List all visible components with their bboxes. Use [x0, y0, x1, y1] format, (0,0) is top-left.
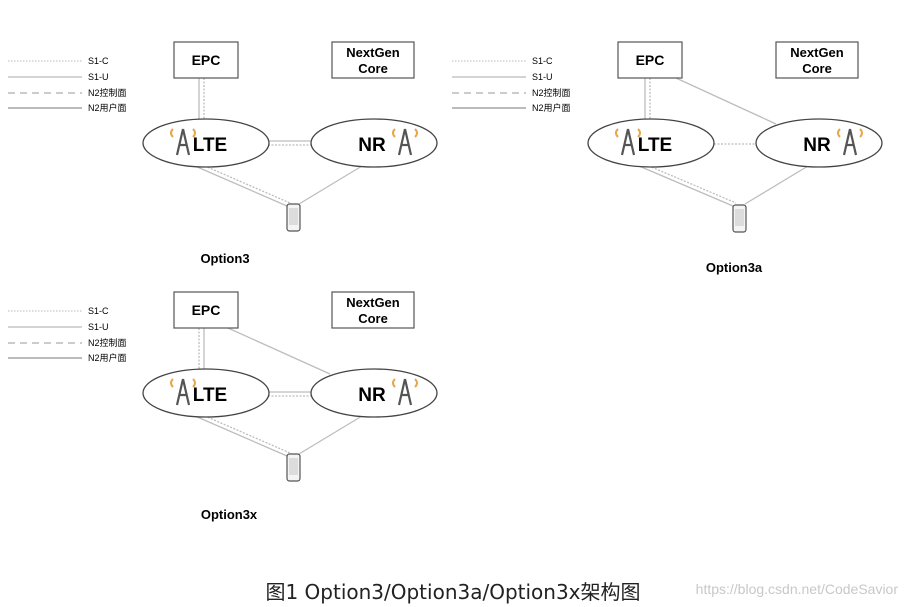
- epc-label: EPC: [192, 302, 221, 318]
- nextgen-label-line2: Core: [358, 311, 388, 326]
- legend-s1u-label: S1-U: [88, 72, 109, 82]
- lte-node: [587, 118, 715, 168]
- nr-tower-icon: [392, 128, 418, 156]
- option3-panel: S1-C S1-U N2控制面 N2用户面 EPC NextGen Core L…: [8, 41, 438, 266]
- links: [194, 327, 363, 457]
- nextgen-core-box: [331, 41, 415, 79]
- nr-tower-icon: [837, 128, 863, 156]
- legend-s1u-label: S1-U: [532, 72, 553, 82]
- option-label: Option3: [200, 251, 249, 266]
- legend-n2c-label: N2控制面: [88, 87, 127, 98]
- epc-label: EPC: [192, 52, 221, 68]
- nextgen-label-line1: NextGen: [346, 295, 400, 310]
- nr-ue-link: [298, 165, 363, 205]
- nextgen-core-box: [775, 41, 859, 79]
- legend: S1-C S1-U N2控制面 N2用户面: [8, 56, 127, 113]
- links: [638, 77, 809, 207]
- legend-s1c-label: S1-C: [88, 56, 109, 66]
- nextgen-label-line1: NextGen: [790, 45, 844, 60]
- lte-ue-link-b: [197, 412, 291, 454]
- lte-label: LTE: [193, 135, 227, 156]
- lte-ue-link-a: [638, 165, 734, 207]
- watermark: https://blog.csdn.net/CodeSavior: [695, 581, 898, 597]
- legend-n2u-label: N2用户面: [88, 352, 127, 363]
- epc-nr-link: [675, 77, 777, 125]
- lte-label: LTE: [638, 135, 672, 156]
- ue-phone-icon: [732, 204, 747, 233]
- legend-n2u-label: N2用户面: [88, 102, 127, 113]
- epc-box: [173, 41, 239, 79]
- lte-ue-link-a: [194, 415, 288, 457]
- lte-label: LTE: [193, 385, 227, 406]
- legend: S1-C S1-U N2控制面 N2用户面: [8, 306, 127, 363]
- lte-tower-icon: [170, 378, 196, 406]
- epc-nr-link: [227, 327, 331, 375]
- epc-box: [617, 41, 683, 79]
- legend-n2c-label: N2控制面: [532, 87, 571, 98]
- ue-phone-icon: [286, 453, 301, 482]
- nextgen-label-line2: Core: [358, 61, 388, 76]
- epc-label: EPC: [636, 52, 665, 68]
- nextgen-label-line2: Core: [802, 61, 832, 76]
- option-label: Option3x: [201, 507, 258, 522]
- legend-n2c-label: N2控制面: [88, 337, 127, 348]
- nr-tower-icon: [392, 378, 418, 406]
- legend-n2u-label: N2用户面: [532, 102, 571, 113]
- links: [194, 78, 363, 207]
- lte-tower-icon: [615, 128, 641, 156]
- lte-ue-link-b: [197, 162, 291, 204]
- nr-ue-link: [744, 165, 809, 205]
- nr-label: NR: [358, 385, 386, 406]
- lte-tower-icon: [170, 128, 196, 156]
- nr-label: NR: [358, 135, 386, 156]
- ue-phone-icon: [286, 203, 301, 232]
- option3x-panel: S1-C S1-U N2控制面 N2用户面 EPC NextGen Core L…: [8, 291, 438, 522]
- figure-caption: 图1 Option3/Option3a/Option3x架构图: [265, 580, 641, 604]
- legend: S1-C S1-U N2控制面 N2用户面: [452, 56, 571, 113]
- epc-box: [173, 291, 239, 329]
- legend-s1c-label: S1-C: [88, 306, 109, 316]
- nr-label: NR: [803, 135, 831, 156]
- legend-s1c-label: S1-C: [532, 56, 553, 66]
- option3a-panel: S1-C S1-U N2控制面 N2用户面 EPC NextGen Core L…: [452, 41, 883, 275]
- nextgen-label-line1: NextGen: [346, 45, 400, 60]
- nextgen-core-box: [331, 291, 415, 329]
- option-label: Option3a: [706, 260, 763, 275]
- lte-node: [142, 118, 270, 168]
- nr-ue-link: [298, 415, 363, 455]
- lte-ue-link-a: [194, 165, 288, 207]
- lte-ue-link-b: [641, 162, 737, 204]
- lte-node: [142, 368, 270, 418]
- legend-s1u-label: S1-U: [88, 322, 109, 332]
